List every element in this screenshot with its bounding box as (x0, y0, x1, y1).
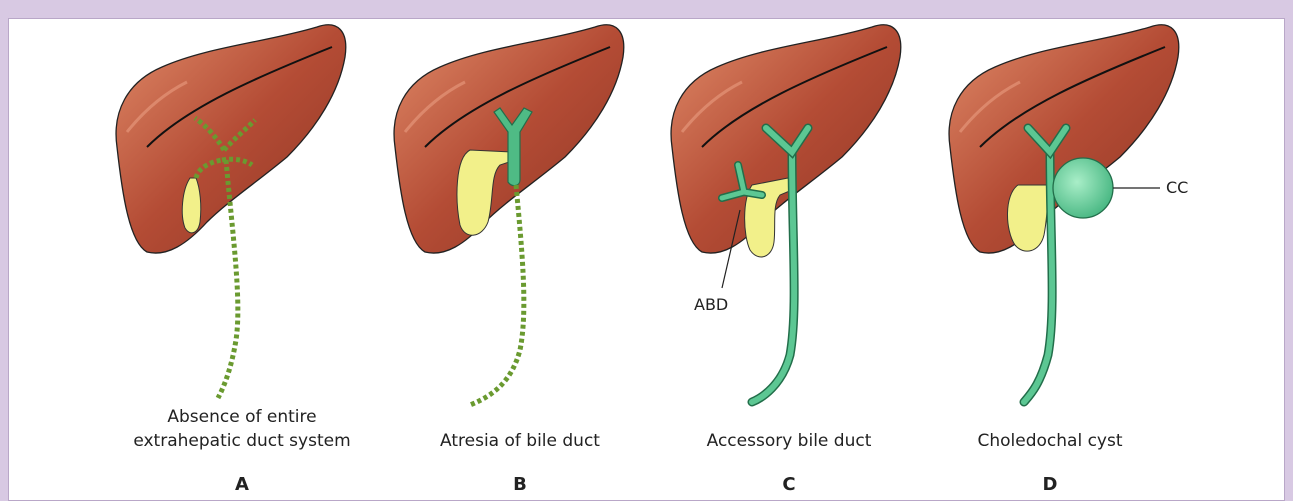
caption-d: Choledochal cyst (900, 429, 1200, 453)
panel-letter-d: D (900, 474, 1200, 495)
panel-a: Absence of entire extrahepatic duct syst… (92, 0, 392, 501)
caption-a-line2: extrahepatic duct system (92, 429, 392, 453)
caption-a-line1: Absence of entire (92, 405, 392, 429)
caption-b: Atresia of bile duct (370, 429, 670, 453)
panel-b: Atresia of bile duct B (370, 0, 670, 501)
panel-letter-a: A (92, 474, 392, 495)
caption-c: Accessory bile duct (639, 429, 939, 453)
panel-letter-c: C (639, 474, 939, 495)
panel-letter-b: B (370, 474, 670, 495)
panel-c: Accessory bile duct C (639, 0, 939, 501)
panel-d: Choledochal cyst D (900, 0, 1200, 501)
